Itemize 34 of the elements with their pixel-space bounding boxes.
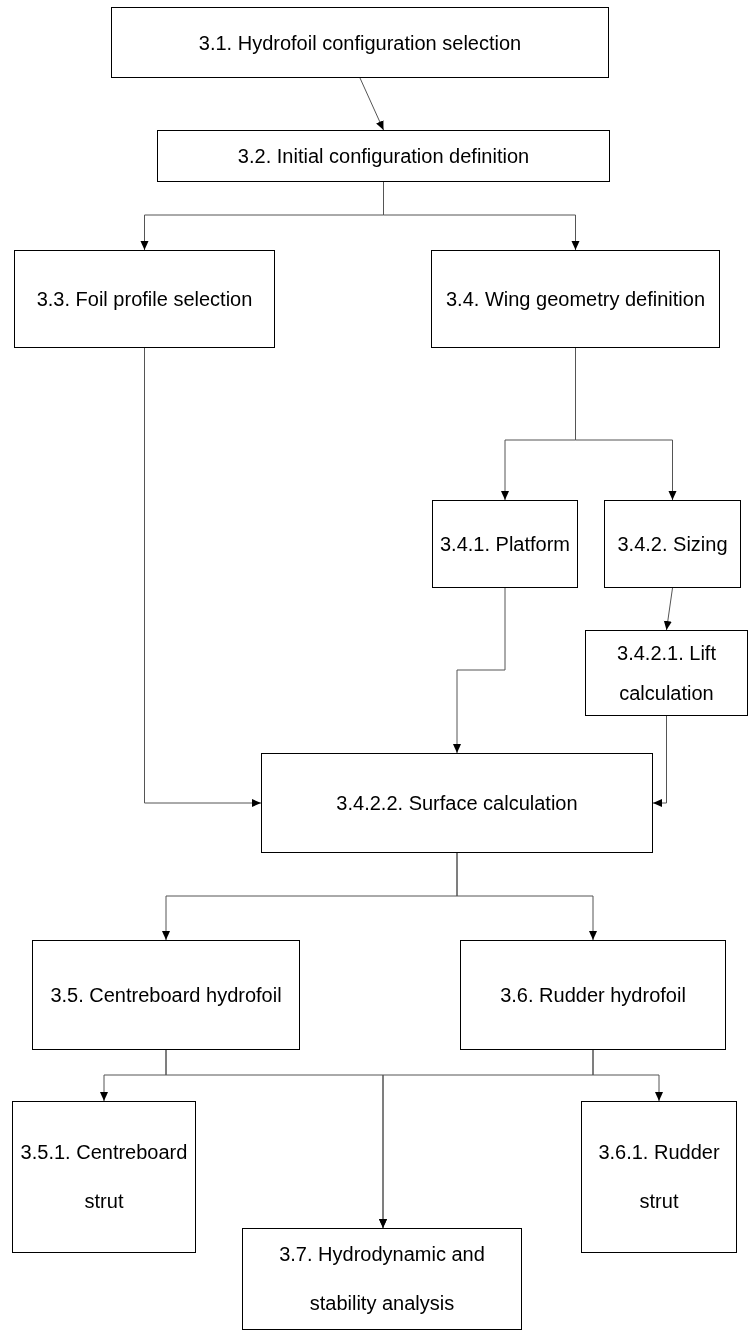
box-label: 3.5. Centreboard hydrofoil: [50, 983, 282, 1008]
arrow: [652, 715, 667, 807]
process-box: [604, 500, 741, 588]
process-box: [432, 500, 578, 588]
box-label: 3.6. Rudder hydrofoil: [500, 983, 686, 1008]
box-label: 3.5.1. Centreboard strut: [19, 1140, 189, 1214]
box-label: 3.4. Wing geometry definition: [446, 287, 705, 312]
process-box: [32, 940, 300, 1050]
arrow: [144, 347, 262, 807]
process-box: [12, 1101, 196, 1253]
box-label: 3.4.2.1. Lift calculation: [616, 641, 717, 706]
process-box: [14, 250, 275, 348]
arrow: [575, 347, 677, 501]
process-box: [585, 630, 748, 716]
process-box: [460, 940, 726, 1050]
process-box: [157, 130, 610, 182]
box-label: 3.4.2.2. Surface calculation: [336, 791, 578, 816]
box-label: 3.3. Foil profile selection: [36, 287, 253, 312]
arrow: [592, 1049, 663, 1102]
arrow: [663, 587, 673, 631]
process-box: [261, 753, 653, 853]
box-label: 3.4.1. Platform: [439, 532, 571, 557]
box-label: 3.6.1. Rudder strut: [597, 1140, 721, 1214]
box-label: 3.4.2. Sizing: [617, 532, 728, 557]
box-label: 3.2. Initial configuration definition: [237, 144, 530, 169]
process-box: [242, 1228, 522, 1330]
process-box: [581, 1101, 737, 1253]
arrow: [453, 587, 506, 754]
arrow: [359, 77, 384, 131]
box-label: 3.1. Hydrofoil configuration selection: [198, 30, 522, 56]
process-box: [111, 7, 609, 78]
arrow: [456, 852, 597, 941]
process-box: [431, 250, 720, 348]
box-label: 3.7. Hydrodynamic and stability analysis: [278, 1242, 486, 1316]
